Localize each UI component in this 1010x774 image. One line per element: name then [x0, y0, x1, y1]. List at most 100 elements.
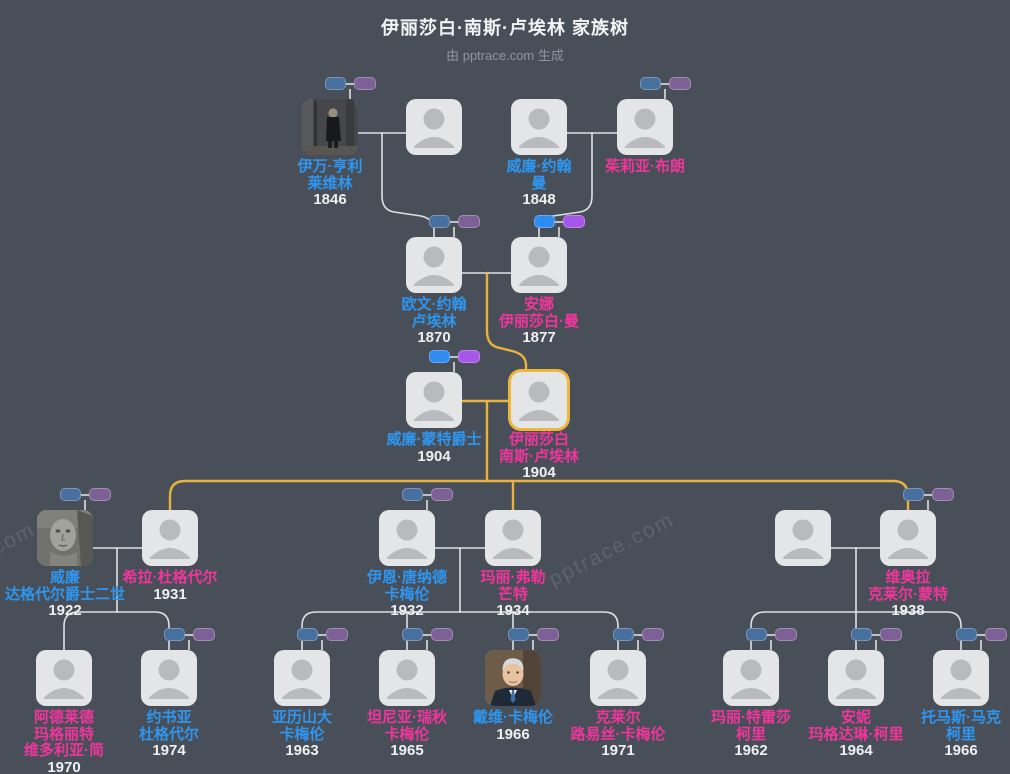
mother-chip-icon[interactable] [985, 628, 1007, 641]
parents-chip-pair-viola[interactable] [903, 488, 955, 511]
chip-couple-link [317, 634, 327, 636]
person-birth-year: 1962 [734, 742, 768, 759]
person-card-ivan[interactable] [302, 99, 358, 155]
chip-couple-link [871, 634, 881, 636]
person-card-william-mount[interactable] [406, 372, 462, 428]
chip-couple-link [422, 494, 432, 496]
mother-chip-icon[interactable] [642, 628, 664, 641]
parents-chip-pair-tania[interactable] [402, 628, 454, 651]
person-card-ian[interactable] [379, 510, 435, 566]
person-card-sheila[interactable] [142, 510, 198, 566]
person-card-mary-fleur[interactable] [485, 510, 541, 566]
mother-chip-icon[interactable] [537, 628, 559, 641]
father-chip-icon[interactable] [429, 215, 450, 228]
father-chip-icon[interactable] [325, 77, 346, 90]
page-title: 伊丽莎白·南斯·卢埃林 家族树 [381, 18, 629, 38]
mother-chip-icon[interactable] [563, 215, 585, 228]
father-chip-icon[interactable] [640, 77, 661, 90]
person-card-alexander[interactable] [274, 650, 330, 706]
person-silhouette-icon [519, 246, 559, 286]
person-card-joshua[interactable] [141, 650, 197, 706]
person-card-anne[interactable] [828, 650, 884, 706]
parents-chip-pair-ivan[interactable] [325, 77, 377, 100]
parents-chip-pair-ian[interactable] [402, 488, 454, 511]
parents-chip-pair-joshua[interactable] [164, 628, 216, 651]
mother-chip-icon[interactable] [89, 488, 111, 501]
person-card-anna[interactable] [511, 237, 567, 293]
person-name: 玛丽·弗勒 [480, 569, 546, 586]
person-name: 卡梅伦 [384, 585, 430, 603]
person-card-thomas[interactable] [933, 650, 989, 706]
person-card-spouse2[interactable] [775, 510, 831, 566]
father-chip-icon[interactable] [956, 628, 977, 641]
person-card-spouse1[interactable] [406, 99, 462, 155]
person-card-tania[interactable] [379, 650, 435, 706]
person-name: 卡梅伦 [384, 725, 430, 743]
person-name: 维奥拉 [885, 569, 931, 586]
chip-couple-link [633, 634, 643, 636]
chip-couple-link [766, 634, 776, 636]
person-card-mary-teresa[interactable] [723, 650, 779, 706]
parents-chip-pair-david-cameron[interactable] [508, 628, 560, 651]
father-chip-icon[interactable] [402, 488, 423, 501]
person-card-elizabeth[interactable] [511, 372, 567, 428]
father-chip-icon[interactable] [613, 628, 634, 641]
mother-chip-icon[interactable] [193, 628, 215, 641]
father-chip-icon[interactable] [508, 628, 529, 641]
parents-chip-pair-anna[interactable] [534, 215, 586, 238]
person-name: 克莱尔 [595, 709, 641, 726]
person-card-david-cameron[interactable] [485, 650, 541, 706]
person-birth-year: 1931 [153, 585, 187, 603]
mother-chip-icon[interactable] [458, 350, 480, 363]
parents-chip-pair-owen[interactable] [429, 215, 481, 238]
person-card-william-dugdale[interactable] [37, 510, 93, 566]
mother-chip-icon[interactable] [880, 628, 902, 641]
mother-chip-icon[interactable] [932, 488, 954, 501]
person-name: 威廉·蒙特爵士 [386, 431, 482, 448]
mother-chip-icon[interactable] [326, 628, 348, 641]
person-name: 玛格丽特 [33, 725, 94, 743]
person-card-william-mann[interactable] [511, 99, 567, 155]
person-avatar [141, 650, 197, 706]
mother-chip-icon[interactable] [669, 77, 691, 90]
person-avatar [379, 650, 435, 706]
person-name: 柯里 [735, 725, 766, 743]
father-chip-icon[interactable] [297, 628, 318, 641]
person-birth-year: 1964 [839, 742, 873, 759]
parents-chip-pair-julia-brown[interactable] [640, 77, 692, 100]
photo-william-dugdale [37, 510, 93, 566]
parents-chip-pair-alexander[interactable] [297, 628, 349, 651]
person-card-julia-brown[interactable] [617, 99, 673, 155]
person-card-adelaide[interactable] [36, 650, 92, 706]
person-card-owen[interactable] [406, 237, 462, 293]
father-chip-icon[interactable] [851, 628, 872, 641]
mother-chip-icon[interactable] [431, 488, 453, 501]
person-name: 亚历山大 [271, 709, 332, 726]
father-chip-icon[interactable] [746, 628, 767, 641]
mother-chip-icon[interactable] [775, 628, 797, 641]
parents-chip-pair-mary-teresa[interactable] [746, 628, 798, 651]
father-chip-icon[interactable] [60, 488, 81, 501]
father-chip-icon[interactable] [534, 215, 555, 228]
person-silhouette-icon [941, 659, 981, 699]
parents-chip-pair-william-mount[interactable] [429, 350, 481, 373]
person-card-clare[interactable] [590, 650, 646, 706]
father-chip-icon[interactable] [164, 628, 185, 641]
person-card-viola[interactable] [880, 510, 936, 566]
father-chip-icon[interactable] [429, 350, 450, 363]
person-name: 伊丽莎白 [508, 431, 569, 448]
parents-chip-pair-anne[interactable] [851, 628, 903, 651]
chip-descend-link [84, 500, 86, 510]
mother-chip-icon[interactable] [431, 628, 453, 641]
parents-chip-pair-clare[interactable] [613, 628, 665, 651]
person-silhouette-icon [731, 659, 771, 699]
father-chip-icon[interactable] [402, 628, 423, 641]
father-chip-icon[interactable] [903, 488, 924, 501]
person-silhouette-icon [150, 519, 190, 559]
parents-chip-pair-william-dugdale[interactable] [60, 488, 112, 511]
mother-chip-icon[interactable] [458, 215, 480, 228]
parents-chip-pair-thomas[interactable] [956, 628, 1008, 651]
mother-chip-icon[interactable] [354, 77, 376, 90]
